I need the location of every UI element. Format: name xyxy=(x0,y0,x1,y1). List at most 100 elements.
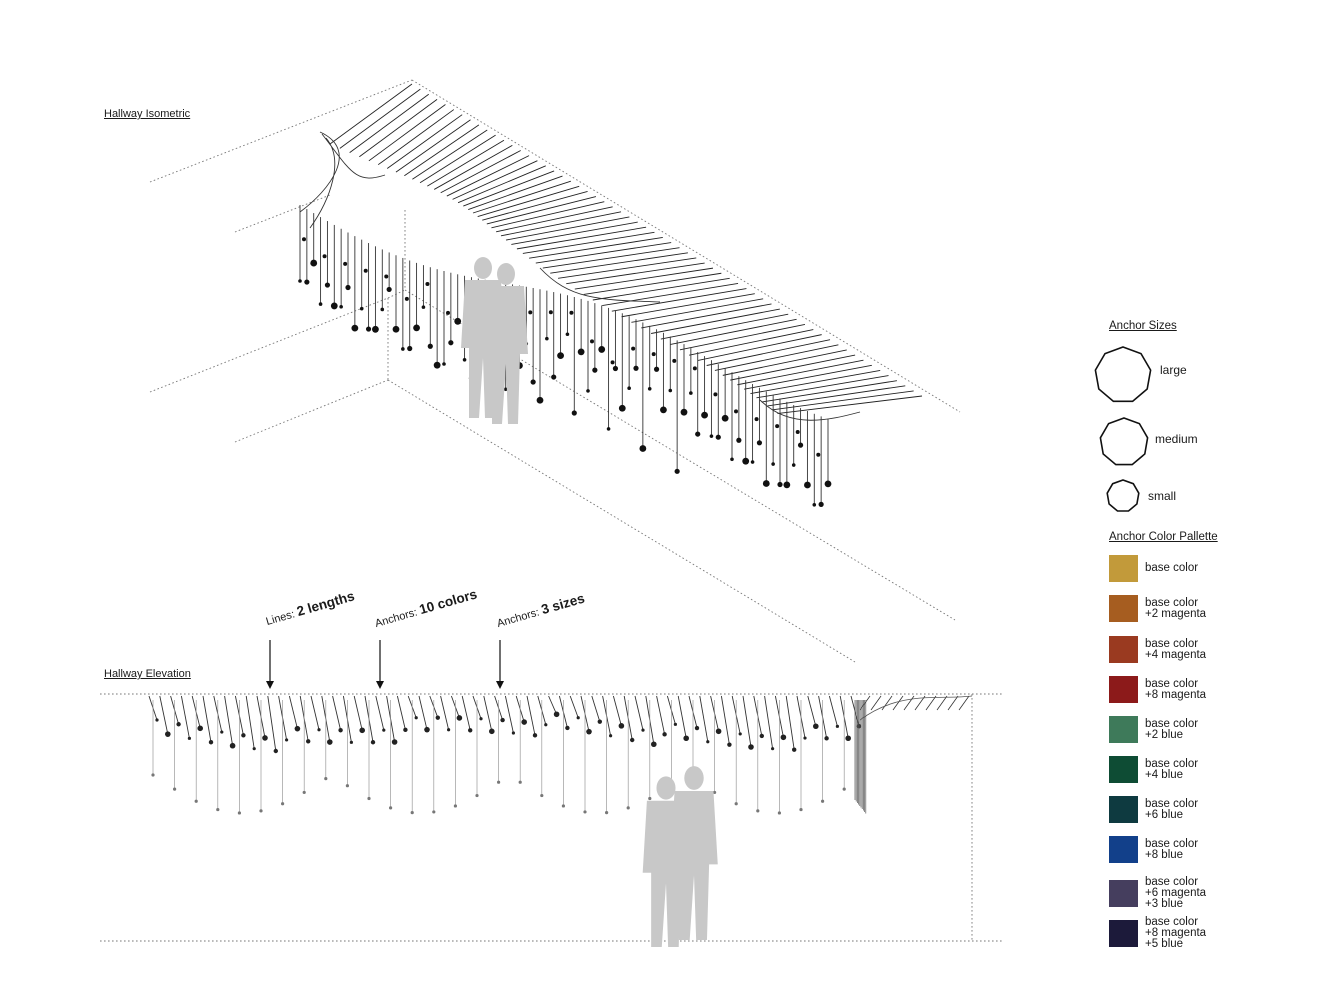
anchor-dot xyxy=(709,434,714,438)
anchor-dot xyxy=(521,719,527,725)
elevation-rod xyxy=(591,695,601,722)
anchor-dot xyxy=(306,739,311,744)
anchor-dot xyxy=(795,430,800,435)
anchor-dot xyxy=(448,340,454,346)
palette-label: base color +8 magenta +5 blue xyxy=(1145,916,1207,950)
elevation-rod xyxy=(267,695,277,752)
elevation-rod xyxy=(375,695,385,731)
elevation-rod xyxy=(699,695,709,742)
isometric-rod xyxy=(339,88,421,149)
anchor-dot xyxy=(391,739,398,745)
isometric-rod xyxy=(386,114,463,169)
anchor-dot xyxy=(777,811,782,815)
anchor-dot xyxy=(610,360,615,365)
isometric-rod xyxy=(611,288,747,312)
elevation-rod xyxy=(159,695,169,735)
anchor-dot xyxy=(489,728,495,735)
anchor-dot xyxy=(386,286,392,293)
anchor-dot xyxy=(680,408,688,416)
palette-item: base color +8 blue xyxy=(1109,836,1198,863)
elevation-rod xyxy=(785,695,795,750)
palette-label: base color +2 magenta xyxy=(1145,596,1207,620)
anchor-dot xyxy=(370,740,376,745)
anchor-dot xyxy=(155,718,159,722)
isometric-rod xyxy=(472,180,571,214)
isometric-rod xyxy=(377,109,455,166)
isometric-rod xyxy=(689,329,814,356)
isometric-rod xyxy=(496,206,613,233)
anchor-dot xyxy=(421,305,426,309)
isometric-rod xyxy=(714,344,839,371)
isometric-rod xyxy=(477,185,580,217)
isometric-rod xyxy=(491,201,605,229)
anchor-dot xyxy=(544,723,548,727)
corner-rod xyxy=(892,695,904,711)
isometric-rod xyxy=(329,83,413,145)
anchor-dot xyxy=(532,733,538,738)
anchor-dot xyxy=(413,324,420,332)
anchor-dot xyxy=(216,807,220,812)
anchor-dot xyxy=(302,790,306,795)
anchor-dot xyxy=(237,811,241,815)
color-swatch xyxy=(1109,636,1138,663)
isometric-rod xyxy=(529,236,663,259)
anchor-dot xyxy=(324,777,328,781)
anchor-dot xyxy=(576,716,580,720)
anchor-dot xyxy=(553,711,560,718)
elevation-rod xyxy=(332,695,342,731)
anchor-dot xyxy=(229,742,236,749)
anchor-dot xyxy=(816,452,821,457)
anchor-dot xyxy=(468,728,473,733)
anchor-dot xyxy=(384,274,389,279)
anchor-dot xyxy=(736,437,742,443)
anchor-dot xyxy=(706,740,710,744)
person-silhouette-head xyxy=(684,766,704,790)
isometric-rod xyxy=(550,252,688,274)
anchor-dot xyxy=(425,282,430,287)
anchor-dot xyxy=(310,259,318,267)
palette-item: base color +8 magenta xyxy=(1109,676,1206,703)
isometric-rod xyxy=(670,318,797,345)
anchor-dot xyxy=(618,404,626,412)
anchor-dot xyxy=(571,410,577,416)
anchor-dot xyxy=(734,409,738,414)
anchor-dot xyxy=(359,306,364,311)
anchor-dot xyxy=(427,343,433,349)
isometric-rod xyxy=(737,359,864,386)
isometric-rod xyxy=(566,262,705,285)
elevation-rod xyxy=(828,695,838,727)
isometric-rod xyxy=(679,323,806,351)
anchor-dot xyxy=(692,366,697,371)
isometric-rod xyxy=(500,211,622,237)
isometric-rod xyxy=(602,283,739,306)
anchor-dot xyxy=(605,811,609,815)
anchor-dot xyxy=(318,302,323,306)
anchor-dot xyxy=(713,790,717,795)
anchor-dot xyxy=(672,358,677,363)
callout-arrow-head xyxy=(496,681,504,689)
anchor-sizes-title: Anchor Sizes xyxy=(1109,320,1177,332)
anchor-dot xyxy=(435,715,440,720)
anchor-dot xyxy=(727,742,732,747)
color-swatch xyxy=(1109,880,1138,907)
anchor-dot xyxy=(367,796,371,801)
anchor-dot xyxy=(447,728,451,732)
dotted-guide-line xyxy=(149,297,389,393)
anchor-dot xyxy=(503,387,508,392)
corner-rod xyxy=(947,695,959,711)
corner-rod xyxy=(936,695,948,711)
corner-rod xyxy=(881,695,893,711)
anchor-dot xyxy=(598,346,606,353)
anchor-dot xyxy=(653,366,660,372)
anchor-dot xyxy=(454,317,462,325)
palette-label: base color +6 magenta +3 blue xyxy=(1145,876,1207,910)
anchor-dot xyxy=(511,731,515,735)
anchor-dot xyxy=(647,387,652,391)
isometric-rod xyxy=(427,139,505,187)
corner-rod xyxy=(859,695,871,711)
anchor-dot xyxy=(500,717,505,723)
anchor-dot xyxy=(298,279,302,283)
person-silhouette-body xyxy=(642,800,690,947)
anchor-dot xyxy=(609,734,613,738)
anchor-dot xyxy=(750,460,755,464)
